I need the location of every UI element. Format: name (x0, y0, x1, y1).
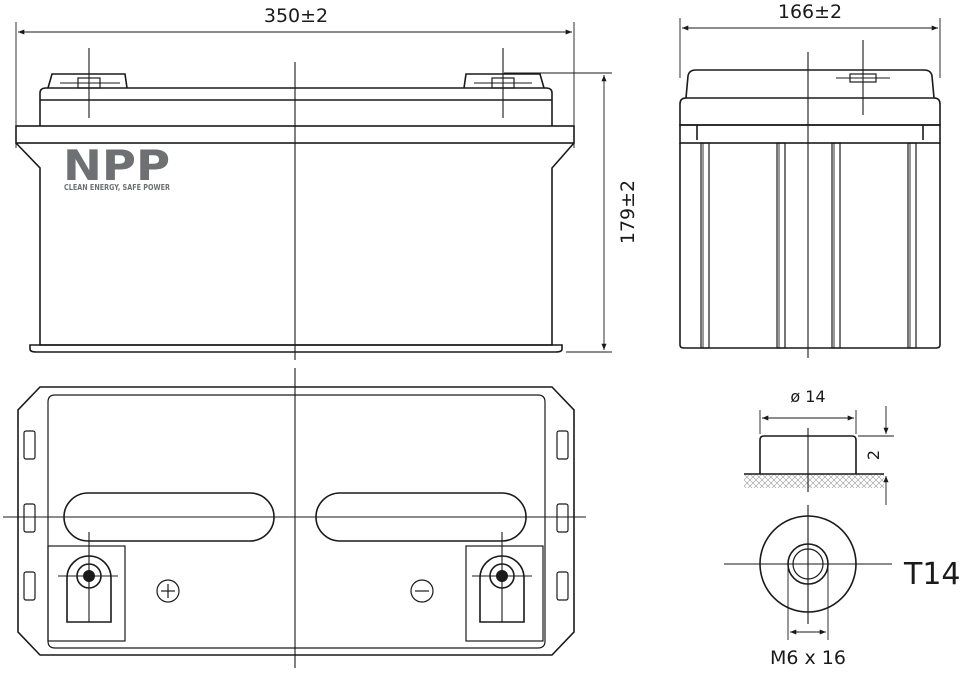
terminal-height-label: 2 (864, 450, 883, 460)
top-left-terminal-box (47, 545, 126, 642)
top-outer-outline (17, 386, 575, 656)
logo-tagline: CLEAN ENERGY, SAFE POWER (64, 183, 170, 192)
terminal-height-dimension: 2 (858, 406, 894, 505)
front-right-terminal-cap (463, 73, 545, 89)
front-height-dimension: 179±2 (504, 72, 639, 353)
front-base (29, 344, 563, 353)
front-lid-top (39, 87, 553, 100)
terminal-diameter-label: ø 14 (790, 387, 825, 406)
minus-polarity-icon (410, 579, 434, 603)
front-left-terminal-cap (47, 73, 128, 89)
top-left-terminal (66, 555, 112, 623)
npp-logo: NPP CLEAN ENERGY, SAFE POWER (63, 141, 170, 192)
terminal-base-hatch (744, 474, 884, 488)
side-lid-top (685, 69, 935, 99)
front-width-label: 350±2 (264, 5, 328, 27)
plus-polarity-icon (156, 579, 180, 603)
terminal-detail: ø 14 2 T14 M6 x 16 (724, 387, 960, 669)
terminal-thread-label: M6 x 16 (770, 647, 846, 669)
side-lid (679, 97, 941, 126)
side-depth-label: 166±2 (778, 1, 842, 23)
terminal-thread-dimension: M6 x 16 (770, 568, 846, 669)
terminal-diameter-dimension: ø 14 (759, 387, 857, 434)
front-height-label: 179±2 (617, 180, 639, 244)
side-case-body (679, 143, 941, 349)
side-view: 166±2 (679, 1, 941, 358)
front-view: 350±2 NPP CLEAN ENERGY, SAFE POWER (15, 5, 639, 360)
side-ribs (700, 142, 917, 349)
top-right-terminal (479, 555, 525, 623)
top-side-slots (23, 430, 569, 601)
top-right-terminal-box (465, 545, 544, 642)
side-lid-band (679, 124, 941, 144)
top-view (3, 368, 586, 668)
logo-text: NPP (63, 141, 170, 190)
terminal-type-label: T14 (903, 557, 960, 592)
top-inner-outline (47, 394, 546, 649)
side-depth-dimension: 166±2 (679, 1, 941, 78)
